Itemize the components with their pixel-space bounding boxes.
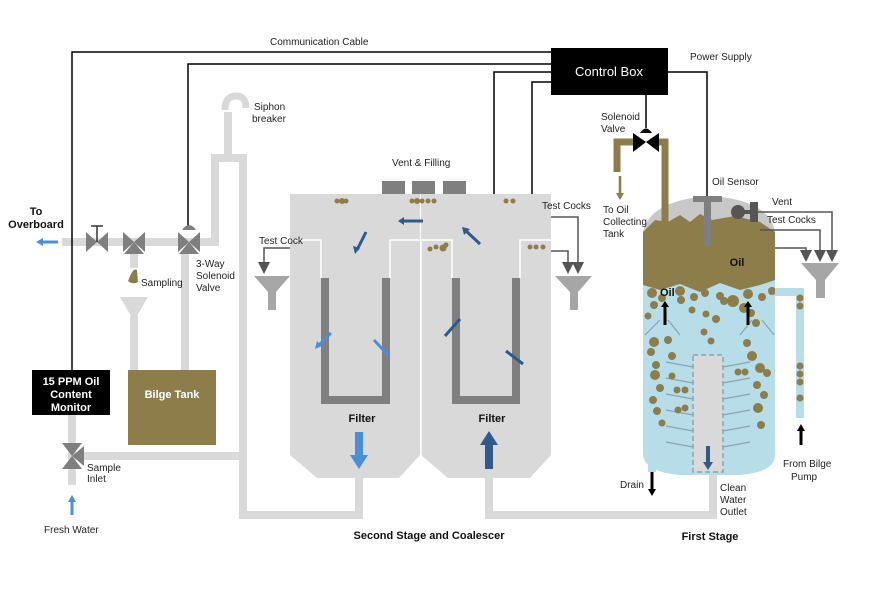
sample-inlet-label: Sample xyxy=(87,463,121,474)
vent-box xyxy=(382,181,405,194)
test-cocks-label: Test Cocks xyxy=(542,201,591,212)
fresh-water-label: Fresh Water xyxy=(44,525,99,536)
power-supply-label: Power Supply xyxy=(690,52,752,63)
communication-cable-label: Communication Cable xyxy=(270,37,369,48)
oil-top-label: Oil xyxy=(730,257,745,269)
test-cock-left[interactable] xyxy=(254,247,290,310)
oil-sensor-label: Oil Sensor xyxy=(712,177,759,188)
sample-inlet-valve[interactable] xyxy=(62,443,84,469)
test-cock-label: Test Cock xyxy=(259,236,304,247)
first-stage-title: First Stage xyxy=(682,531,739,543)
siphon-breaker-hook xyxy=(221,92,250,111)
filter-element-right xyxy=(452,278,520,404)
communication-cable xyxy=(71,51,551,370)
overboard-arrow-icon xyxy=(36,238,43,246)
funnel-icon xyxy=(801,263,839,298)
first-stage-vessel: Oil Oil xyxy=(643,196,776,475)
three-way-valve-label-3: Valve xyxy=(196,283,221,294)
from-bilge-label-2: Pump xyxy=(791,472,818,483)
valve-cable xyxy=(187,63,551,228)
pipes xyxy=(62,92,717,519)
funnel-icon xyxy=(120,297,148,316)
funnel-icon xyxy=(254,276,290,310)
solenoid-valve[interactable] xyxy=(633,128,659,153)
siphon-breaker-label-2: breaker xyxy=(252,114,287,125)
sampling-label: Sampling xyxy=(141,278,183,289)
coalescer-plates xyxy=(644,319,775,448)
test-cocks-right-label: Test Cocks xyxy=(767,215,816,226)
filter-left-label: Filter xyxy=(349,413,377,425)
vent-label: Vent xyxy=(772,197,792,208)
sample-drop-icon xyxy=(128,269,138,284)
oil-droplets xyxy=(644,286,776,429)
sampling-valve[interactable] xyxy=(123,232,145,254)
to-oil-tank-label: To Oil xyxy=(603,205,629,216)
drain-arrow-icon xyxy=(648,489,656,496)
power-cable xyxy=(668,71,708,196)
solenoid-valve-label-2: Valve xyxy=(601,124,626,135)
vent-box xyxy=(412,181,435,194)
from-bilge-label: From Bilge xyxy=(783,459,832,470)
filter-left-outlet-pipe xyxy=(243,475,363,519)
ocm-label: 15 PPM Oil xyxy=(43,376,100,388)
manual-valve[interactable] xyxy=(86,225,108,252)
ocm-label-2: Content xyxy=(50,389,92,401)
sample-inlet-label-2: Inlet xyxy=(87,474,106,485)
bilge-inlet-pipe xyxy=(775,288,805,445)
vent-box xyxy=(443,181,466,194)
solenoid-valve-label: Solenoid xyxy=(601,112,640,123)
fresh-water-arrow-icon xyxy=(68,495,76,502)
control-box-label: Control Box xyxy=(575,64,643,79)
oil-sensor-icon xyxy=(693,196,722,202)
clean-water-label: Clean xyxy=(720,483,746,494)
filter-vessel-right xyxy=(421,194,551,478)
cables xyxy=(71,51,708,370)
to-overboard-label: To xyxy=(30,206,43,218)
drain-label: Drain xyxy=(620,480,644,491)
ocm-label-3: Monitor xyxy=(51,402,92,414)
second-stage-title: Second Stage and Coalescer xyxy=(354,530,506,542)
to-oil-tank-label-3: Tank xyxy=(603,229,625,240)
flow-arrows xyxy=(315,217,524,469)
oil-mid-label: Oil xyxy=(660,287,675,299)
oil-content-monitor[interactable]: 15 PPM Oil Content Monitor xyxy=(32,370,110,415)
oil-layer xyxy=(643,214,775,292)
funnel-icon xyxy=(555,276,592,310)
oil-droplets xyxy=(334,198,546,252)
to-oil-tank-label-2: Collecting xyxy=(603,217,647,228)
test-cocks-right[interactable] xyxy=(758,211,839,298)
control-box[interactable]: Control Box xyxy=(551,48,668,95)
first-stage-outlet-pipe xyxy=(485,472,717,519)
bilge-tank-label: Bilge Tank xyxy=(145,389,201,401)
siphon-breaker-label: Siphon xyxy=(254,102,285,113)
test-cocks-middle[interactable] xyxy=(551,216,592,310)
bilge-tank: Bilge Tank xyxy=(128,370,216,445)
sensor-cable-1 xyxy=(493,71,551,228)
to-overboard-label-2: Overboard xyxy=(8,219,64,231)
clean-water-label-3: Outlet xyxy=(720,507,747,518)
three-way-valve-label-2: Solenoid xyxy=(196,271,235,282)
filter-right-label: Filter xyxy=(479,413,507,425)
filter-vessel-left xyxy=(290,194,420,478)
three-way-solenoid-valve[interactable] xyxy=(178,225,200,254)
siphon-pipe xyxy=(192,154,302,519)
second-stage-coalescer: Filter Filter Vent & Filling xyxy=(290,158,551,478)
clean-water-label-2: Water xyxy=(720,495,747,506)
vent-filling-label: Vent & Filling xyxy=(392,158,450,169)
three-way-valve-label: 3-Way xyxy=(196,259,225,270)
